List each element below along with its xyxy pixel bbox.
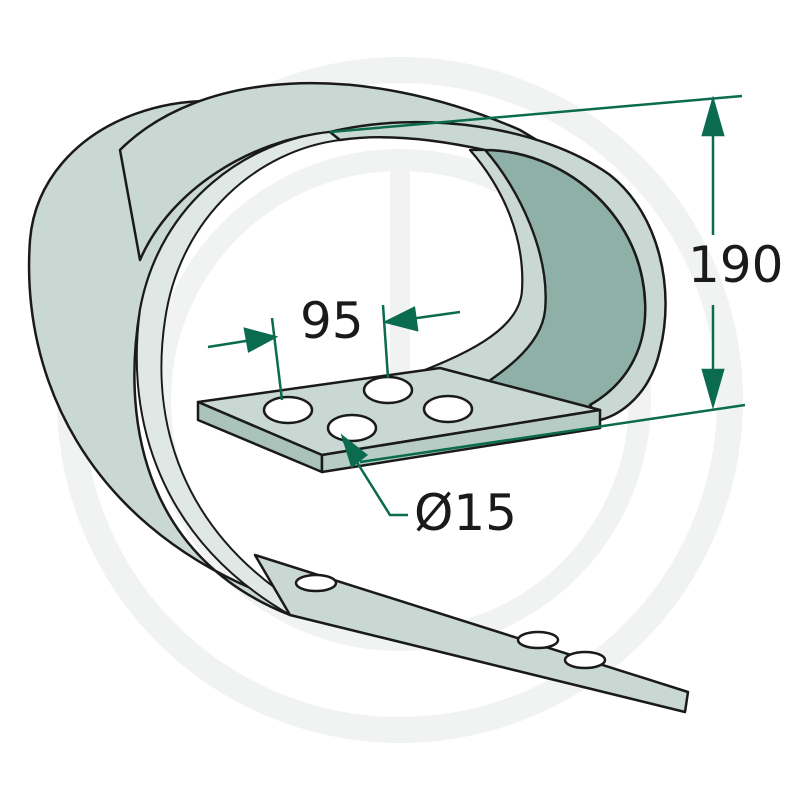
hole-diameter-label: Ø15 [414, 484, 517, 542]
plate-hole [326, 413, 378, 443]
plate-hole [422, 394, 474, 424]
lower-tine [253, 553, 690, 714]
diameter-arrow [340, 433, 369, 469]
tine-hole [294, 573, 338, 593]
spacing-arrow-left [243, 327, 279, 353]
height-arrow-top [701, 95, 725, 137]
spacing-label: 95 [300, 292, 364, 350]
mounting-plate [196, 366, 602, 474]
tine-hole [516, 630, 560, 650]
plate-hole [362, 375, 414, 405]
dimension-lines [207, 94, 746, 517]
plate-hole [262, 395, 314, 425]
height-arrow-bottom [701, 368, 725, 410]
tine-hole [563, 650, 607, 670]
height-label: 190 [688, 236, 783, 294]
spacing-arrow-right [382, 306, 419, 332]
